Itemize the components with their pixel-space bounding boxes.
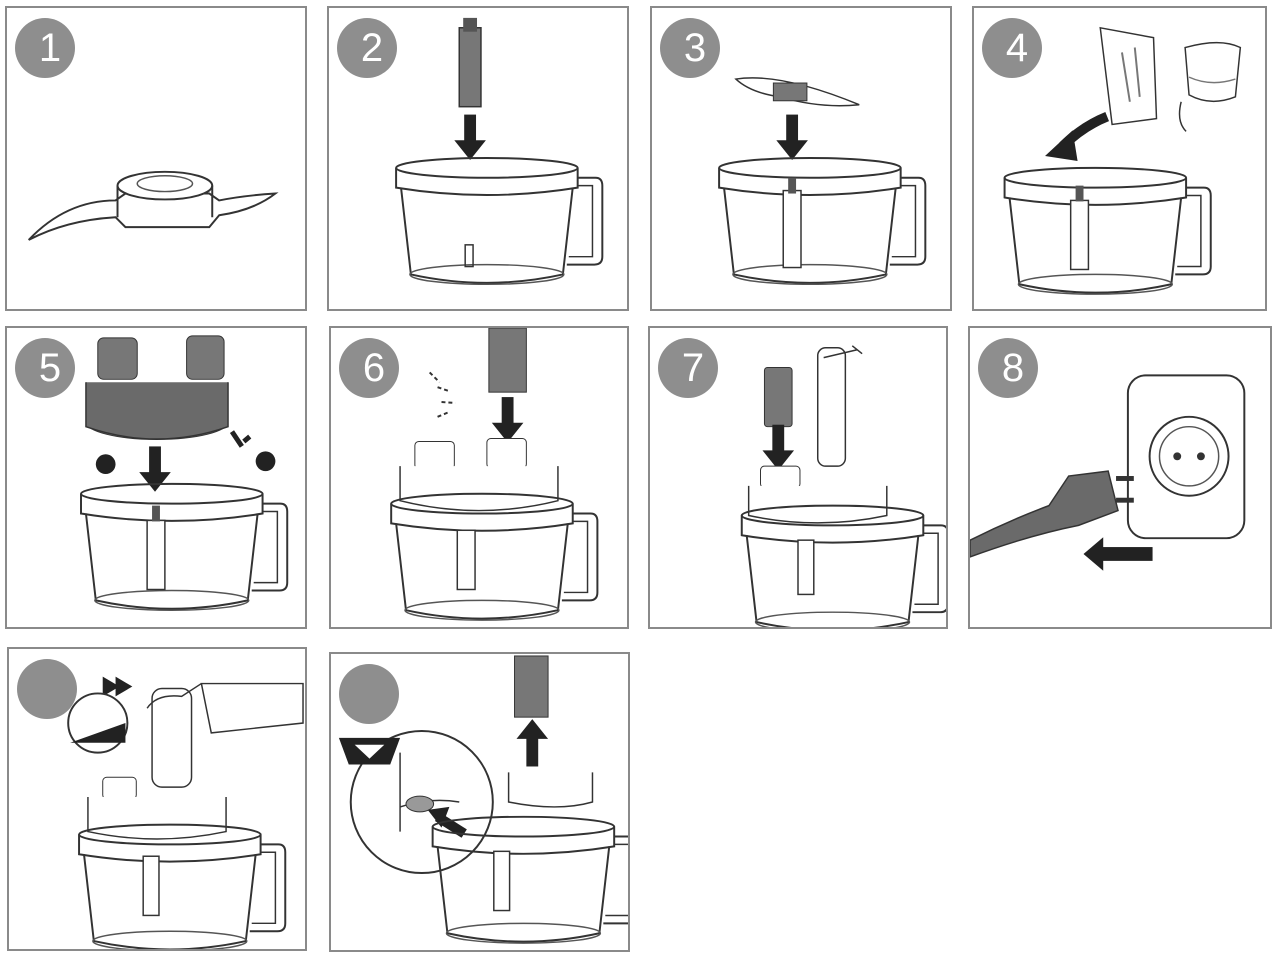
blade-illustration — [7, 8, 305, 309]
step-panel-3: 3 — [650, 6, 952, 311]
step-panel-5: 5 — [5, 326, 307, 629]
insert-pusher-illustration — [650, 328, 946, 627]
operate-illustration — [9, 649, 305, 949]
plug-in-illustration — [970, 328, 1270, 627]
step-panel-4: 4 — [972, 6, 1267, 311]
blade-onto-shaft-illustration — [652, 8, 950, 309]
step-panel-2: 2 — [327, 6, 629, 311]
release-motor-unit-illustration — [331, 654, 628, 950]
attach-lid-illustration — [7, 328, 305, 627]
add-ingredients-illustration — [974, 8, 1265, 309]
insert-motor-unit-illustration — [331, 328, 627, 627]
shaft-into-bowl-illustration — [329, 8, 627, 309]
step-panel-8: 8 — [968, 326, 1272, 629]
step-panel-9 — [7, 647, 307, 951]
step-panel-6: 6 — [329, 326, 629, 629]
step-panel-1: 1 — [5, 6, 307, 311]
step-panel-10 — [329, 652, 630, 952]
step-panel-7: 7 — [648, 326, 948, 629]
